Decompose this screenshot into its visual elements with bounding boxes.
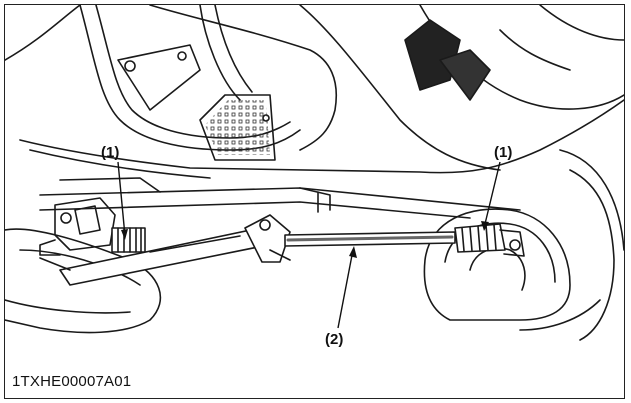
center-bracket	[244, 214, 291, 263]
callout-label-1-left: (1)	[101, 144, 119, 161]
lower-arm	[39, 227, 269, 286]
tie-rod	[284, 231, 456, 247]
perforated-panel	[199, 94, 276, 161]
right-boot	[454, 223, 525, 257]
callout-label-2: (2)	[325, 331, 343, 348]
figure-id-code: 1TXHE00007A01	[12, 373, 132, 390]
left-knuckle	[39, 197, 116, 256]
frame-rail	[39, 177, 521, 219]
triangular-plate	[117, 44, 201, 111]
callout-right: (1)	[481, 144, 512, 231]
left-boot	[111, 227, 146, 253]
callout-middle: (2)	[325, 246, 357, 348]
body-side-panel	[5, 5, 624, 179]
fender-dark-shape	[149, 5, 491, 151]
callout-left: (1)	[101, 144, 128, 240]
figure-frame	[4, 4, 625, 399]
right-wheel	[423, 149, 624, 341]
callout-label-1-right: (1)	[494, 144, 512, 161]
